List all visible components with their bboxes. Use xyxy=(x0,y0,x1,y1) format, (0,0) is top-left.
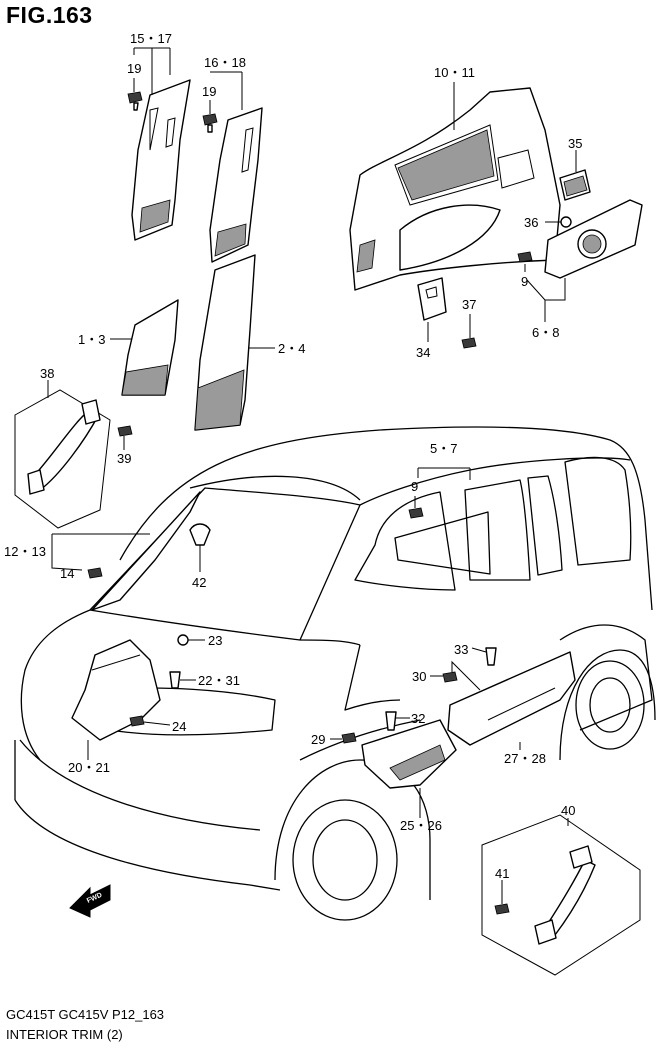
clip-19-a xyxy=(127,91,143,111)
callout-41: 41 xyxy=(495,866,509,881)
callout-14: 14 xyxy=(60,566,74,581)
callout-27-28: 27・28 xyxy=(504,751,546,766)
callout-33: 33 xyxy=(454,642,468,657)
callout-23: 23 xyxy=(208,633,222,648)
leader-lines xyxy=(47,47,577,904)
callout-5-7: 5・7 xyxy=(430,441,457,456)
part-2-4-pillar-trim xyxy=(194,254,256,431)
part-16-18-pillar-trim xyxy=(209,107,263,263)
clip-36 xyxy=(560,216,572,228)
clip-9-a xyxy=(517,251,533,263)
part-12-13-front-pillar xyxy=(91,491,201,611)
screw-39 xyxy=(117,425,133,437)
part-15-17-pillar-trim xyxy=(131,79,191,241)
clip-9-b xyxy=(408,507,424,519)
part-27-28-scuff-plate xyxy=(447,651,576,746)
part-1-3-pillar-trim xyxy=(121,299,179,396)
part-40-assist-grip xyxy=(481,814,641,976)
callout-20-21: 20・21 xyxy=(68,760,110,775)
part-34-cover xyxy=(417,277,447,321)
callout-labels: 15・17 19 16・18 19 10・11 35 36 9 6・8 37 3… xyxy=(4,31,582,881)
callout-42: 42 xyxy=(192,575,206,590)
callout-34: 34 xyxy=(416,345,430,360)
part-35-vent xyxy=(559,169,591,201)
part-10-11-quarter-trim xyxy=(349,87,561,291)
screw-37 xyxy=(461,337,477,349)
callout-1-3: 1・3 xyxy=(78,332,105,347)
callout-40: 40 xyxy=(561,803,575,818)
callout-16-18: 16・18 xyxy=(204,55,246,70)
callout-12-13: 12・13 xyxy=(4,544,46,559)
callout-30: 30 xyxy=(412,669,426,684)
footer-model-line: GC415T GC415V P12_163 xyxy=(6,1007,165,1022)
clip-19-b xyxy=(202,113,218,133)
part-20-21-kick-panel xyxy=(71,639,161,741)
callout-19-b: 19 xyxy=(202,84,216,99)
callout-9-a: 9 xyxy=(521,274,528,289)
fwd-arrow-icon: FWD xyxy=(69,884,111,918)
callout-32: 32 xyxy=(411,711,425,726)
callout-2-4: 2・4 xyxy=(278,341,305,356)
clip-29 xyxy=(341,732,357,744)
callout-39: 39 xyxy=(117,451,131,466)
callout-15-17: 15・17 xyxy=(130,31,172,46)
screw-23 xyxy=(177,634,189,646)
screw-33 xyxy=(485,647,497,666)
callout-38: 38 xyxy=(40,366,54,381)
callout-25-26: 25・26 xyxy=(400,818,442,833)
screw-41 xyxy=(494,903,510,915)
part-38-assist-grip xyxy=(14,389,111,529)
callout-36: 36 xyxy=(524,215,538,230)
clip-24 xyxy=(129,715,145,727)
callout-22-31: 22・31 xyxy=(198,673,240,688)
callout-6-8: 6・8 xyxy=(532,325,559,340)
screw-22-31 xyxy=(169,671,181,689)
callout-35: 35 xyxy=(568,136,582,151)
part-6-8-speaker-trim xyxy=(544,199,643,279)
callout-37: 37 xyxy=(462,297,476,312)
clip-30 xyxy=(442,671,458,683)
callout-10-11: 10・11 xyxy=(434,65,475,80)
part-25-26-scuff-plate xyxy=(361,719,457,789)
callout-9-b: 9 xyxy=(411,479,418,494)
figure-title: FIG.163 xyxy=(6,2,93,28)
screw-32 xyxy=(385,711,397,731)
footer-section-name: INTERIOR TRIM (2) xyxy=(6,1027,123,1042)
clip-42 xyxy=(189,523,211,546)
callout-24: 24 xyxy=(172,719,186,734)
callout-29: 29 xyxy=(311,732,325,747)
callout-19-a: 19 xyxy=(127,61,141,76)
clip-14 xyxy=(87,567,103,579)
